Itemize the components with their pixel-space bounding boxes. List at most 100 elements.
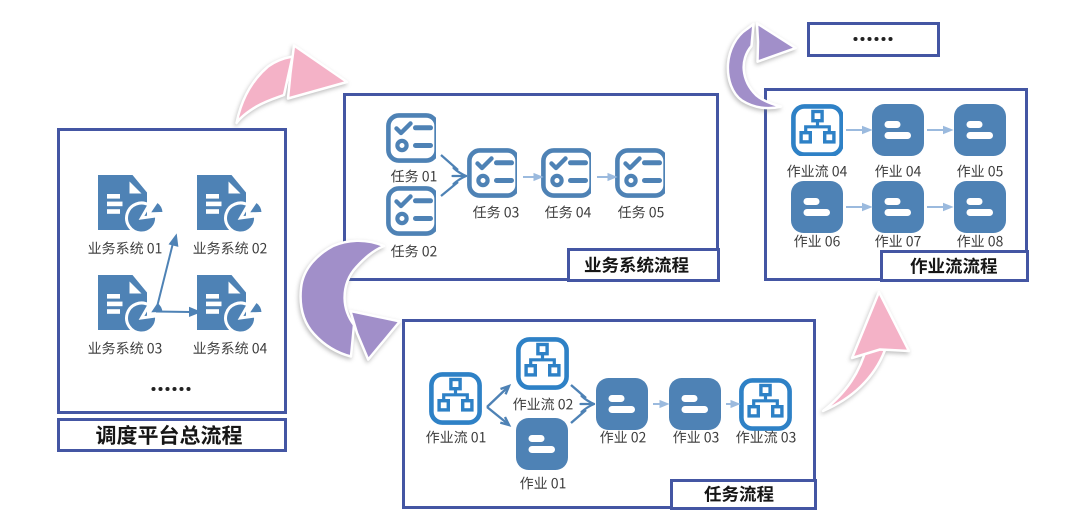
more-box-ellipsis-dots-icon	[853, 36, 893, 42]
node-label-text: 任务 01	[390, 169, 437, 183]
node-label: 作业 02	[599, 430, 646, 444]
node-label: 任务 01	[390, 169, 437, 183]
node-label-text: 作业 03	[672, 430, 719, 444]
node-label-text: 任务 02	[390, 244, 437, 258]
node-label: 作业 04	[875, 164, 922, 178]
node-label-text: 作业 05	[957, 164, 1004, 178]
node-platform-4	[197, 273, 265, 333]
node-jobflow-6	[954, 181, 1006, 233]
panel-task-title-box: 任务流程	[669, 478, 817, 510]
job-icon	[516, 418, 568, 470]
node-label-text: 业务系统 01	[87, 241, 162, 255]
node-label-text: 作业流 01	[425, 430, 486, 444]
node-label: 作业 01	[519, 476, 566, 490]
node-label: 作业 07	[875, 234, 922, 248]
node-jobflow-3	[954, 104, 1006, 156]
document-pie-icon	[197, 273, 264, 333]
task-checklist-icon	[615, 148, 665, 198]
job-icon	[596, 378, 648, 430]
node-label-text: 作业 02	[599, 430, 646, 444]
node-jobflow-2	[872, 104, 924, 156]
panel-platform-title-box: 调度平台总流程	[57, 418, 287, 452]
node-task-6	[739, 378, 792, 431]
node-label-text: 作业流 04	[787, 164, 848, 178]
more-box-ellipsis-text: ……	[853, 35, 894, 43]
node-label-text: 业务系统 02	[192, 241, 267, 255]
workflow-tree-icon	[739, 378, 792, 431]
panel-platform-title: 调度平台总流程	[95, 424, 242, 446]
document-pie-icon	[197, 173, 264, 233]
node-label-text: 业务系统 04	[192, 341, 267, 355]
node-jobflow-1	[791, 104, 843, 156]
job-icon	[872, 181, 924, 233]
node-label: 作业流 01	[425, 430, 486, 444]
document-pie-icon	[98, 273, 165, 333]
arrow-platform-to-business	[235, 55, 294, 125]
job-icon	[669, 378, 721, 430]
node-business-5	[615, 148, 665, 198]
node-label: 作业流 04	[787, 164, 848, 178]
node-label-text: 任务 05	[618, 205, 665, 219]
workflow-tree-icon	[516, 337, 569, 390]
node-platform-2	[197, 173, 265, 233]
job-icon	[791, 181, 843, 233]
node-label: 业务系统 02	[192, 241, 267, 255]
job-icon	[954, 104, 1006, 156]
node-platform-1	[98, 173, 166, 233]
node-task-2	[516, 337, 569, 390]
node-business-3	[467, 148, 517, 198]
panel-business-title-text: 业务系统流程	[570, 251, 717, 279]
node-label-text: 作业 04	[875, 164, 922, 178]
node-label: 作业流 02	[512, 397, 573, 411]
panel-platform	[57, 128, 287, 414]
more-box-ellipsis: ……	[853, 35, 894, 43]
node-label: 业务系统 03	[87, 341, 162, 355]
panel-platform-title-text: 调度平台总流程	[95, 425, 242, 446]
panel-jobflow-title-box: 作业流流程	[879, 249, 1029, 282]
node-label-text: 任务 04	[545, 205, 592, 219]
node-label: 任务 04	[544, 205, 592, 219]
workflow-tree-icon	[429, 372, 482, 425]
node-label: 业务系统 04	[192, 341, 267, 355]
node-jobflow-4	[791, 181, 843, 233]
job-icon	[872, 104, 924, 156]
document-pie-icon	[98, 173, 165, 233]
node-business-2	[386, 186, 436, 236]
node-label-text: 作业流 02	[512, 397, 573, 411]
panel-jobflow-title-text: 作业流流程	[883, 253, 1026, 279]
node-label: 作业 08	[957, 234, 1004, 248]
node-label: 任务 02	[390, 244, 437, 258]
node-label-text: 任务 03	[472, 205, 519, 219]
node-label: 作业 06	[794, 234, 841, 248]
node-label: 任务 05	[617, 205, 665, 219]
node-task-4	[596, 378, 648, 430]
node-label-text: 业务系统 03	[87, 341, 162, 355]
arrow-platform-to-business-head	[286, 44, 349, 100]
panel-business: 业务系统流程	[343, 93, 720, 282]
node-task-1	[429, 372, 482, 425]
arrow-task-to-jobflow-head	[850, 290, 911, 360]
panel-business-title-box: 业务系统流程	[566, 247, 720, 282]
task-checklist-icon	[386, 186, 436, 236]
node-label-text: 作业 07	[875, 234, 922, 248]
node-business-4	[541, 148, 591, 198]
node-platform-3	[98, 273, 166, 333]
node-label-text: 作业 01	[519, 476, 566, 490]
arrow-jobflow-to-more-head	[755, 22, 797, 63]
task-checklist-icon	[386, 113, 436, 163]
job-icon	[954, 181, 1006, 233]
node-business-1	[386, 113, 436, 163]
node-label: 作业流 03	[735, 430, 796, 444]
task-checklist-icon	[467, 148, 517, 198]
workflow-tree-icon	[791, 104, 843, 156]
node-label: 任务 03	[472, 205, 519, 219]
node-label-text: 作业流 03	[735, 430, 796, 444]
platform-ellipsis: ……	[151, 385, 192, 393]
platform-ellipsis-text: ……	[151, 385, 192, 393]
more-box	[807, 22, 940, 57]
node-jobflow-5	[872, 181, 924, 233]
panel-task-title-text: 任务流程	[673, 482, 814, 507]
node-label-text: 作业 06	[794, 234, 841, 248]
arrow-task-to-jobflow	[821, 344, 887, 413]
